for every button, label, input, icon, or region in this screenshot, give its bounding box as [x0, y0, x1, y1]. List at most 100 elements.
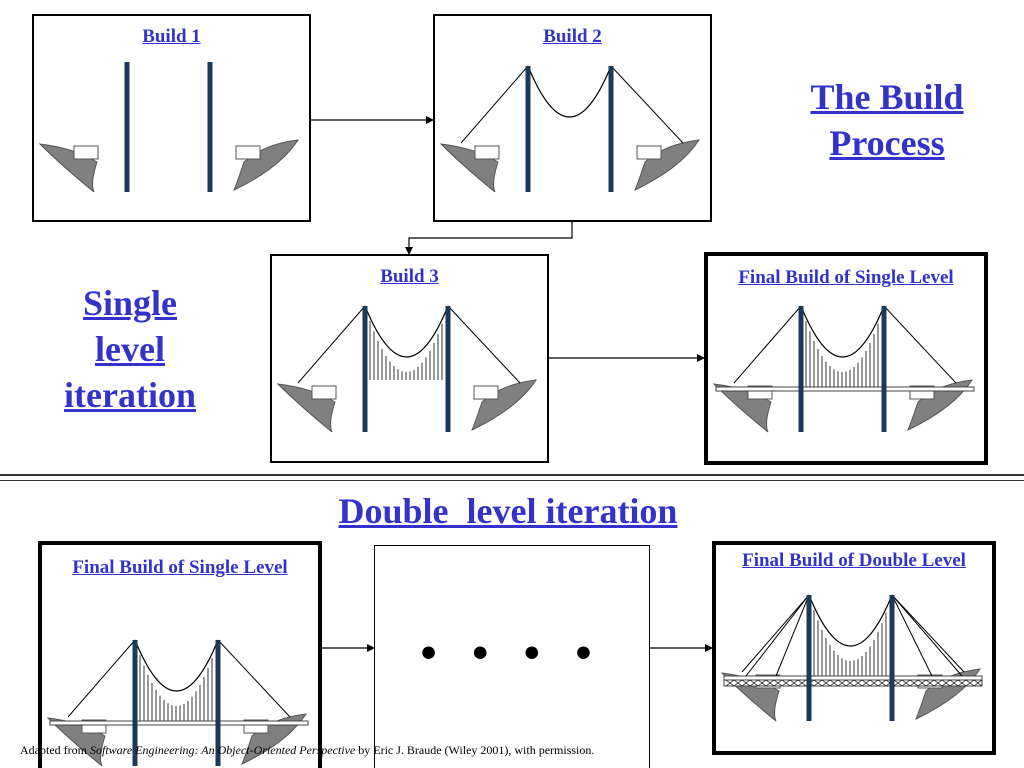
main-cable [800, 305, 885, 358]
truss-member [941, 679, 951, 687]
truss-member [893, 679, 903, 687]
bridge-deck [715, 386, 975, 392]
final-single-level-box-2: Final Build of Single Level [38, 541, 322, 768]
left-tower [798, 306, 804, 432]
right-back-cable [447, 305, 521, 384]
cable-stay [775, 594, 810, 677]
cable-stay [891, 594, 933, 677]
main-cable [808, 594, 893, 647]
left-tower [362, 306, 368, 432]
final-double-level-caption: Final Build of Double Level [742, 550, 966, 571]
truss-member [853, 679, 863, 687]
truss-member [725, 679, 735, 687]
build-2-bridge [439, 65, 700, 193]
build-1-bridge [38, 62, 299, 193]
right-tower [881, 306, 887, 432]
left-abutment [474, 145, 500, 160]
truss-member [749, 679, 759, 687]
lower-deck [723, 679, 983, 687]
truss-member [957, 679, 967, 687]
truss-member [877, 679, 887, 687]
truss-member [765, 679, 775, 687]
page-title: The Build Process [780, 74, 994, 166]
truss-member [733, 679, 743, 687]
build-3-box: Build 3 [270, 254, 549, 463]
single-level-line-3: iteration [64, 375, 196, 415]
right-tower [889, 595, 895, 721]
left-back-cable [297, 305, 366, 384]
truss-member [789, 679, 799, 687]
build-1-caption: Build 1 [142, 26, 201, 47]
page-title-line-1: The Build [810, 77, 964, 117]
truss-member [741, 679, 751, 687]
truss-member [845, 679, 855, 687]
right-tower [207, 62, 213, 192]
right-abutment [235, 145, 261, 160]
main-cable [134, 639, 219, 692]
right-abutment [473, 385, 499, 400]
double-level-label: Double level iteration [338, 491, 678, 531]
single-level-label: Single level iteration [40, 280, 220, 418]
main-cable [364, 305, 449, 358]
build-3-bridge [276, 305, 537, 433]
build-3-caption: Build 3 [380, 266, 439, 287]
right-tower [445, 306, 451, 432]
truss-member [837, 679, 847, 687]
left-tower [132, 640, 138, 766]
attribution-prefix: Adapted from [20, 743, 90, 757]
intermediate-builds-box: • • • • [374, 545, 650, 768]
truss-member [917, 679, 927, 687]
arrow-build2-to-build3 [405, 222, 573, 255]
cable-stay [745, 594, 810, 677]
right-bank [471, 379, 537, 432]
right-back-cable [217, 639, 291, 718]
truss-member [949, 679, 959, 687]
cable-stay [891, 594, 963, 677]
left-tower [806, 595, 812, 721]
right-tower [608, 66, 614, 192]
final-single-level-caption-2: Final Build of Single Level [72, 557, 288, 578]
single-level-line-2: level [95, 329, 165, 369]
truss-member [797, 679, 807, 687]
right-bank [634, 139, 700, 192]
section-divider-thin [0, 480, 1024, 481]
left-abutment [73, 145, 99, 160]
left-back-cable [67, 639, 136, 718]
ellipsis-dots: • • • • [420, 628, 604, 677]
truss-member [925, 679, 935, 687]
right-abutment [636, 145, 662, 160]
truss-member [933, 679, 943, 687]
right-back-cable [883, 305, 957, 384]
truss-member [821, 679, 831, 687]
single-level-line-1: Single [82, 283, 178, 323]
final-single-level-caption: Final Build of Single Level [738, 267, 954, 288]
left-back-cable [460, 65, 529, 144]
truss-member [909, 679, 919, 687]
left-back-cable [741, 594, 810, 673]
final-single-level-box: Final Build of Single Level [704, 252, 988, 465]
truss-member [973, 679, 983, 687]
right-bank [233, 139, 299, 192]
final-double-level-box: Final Build of Double Level [712, 541, 996, 755]
attribution-book-title: Software Engineering: An Object-Oriented… [89, 743, 356, 757]
truss-member [965, 679, 975, 687]
truss-member [813, 679, 823, 687]
left-tower [525, 66, 531, 192]
truss-member [901, 679, 911, 687]
final-double-level-bridge [720, 594, 983, 722]
page-title-line-2: Process [829, 123, 945, 163]
final-single-level-bridge [712, 305, 975, 433]
build-2-box: Build 2 [433, 14, 712, 222]
right-back-cable [891, 594, 965, 673]
truss-member [829, 679, 839, 687]
attribution-suffix: by Eric J. Braude (Wiley 2001), with per… [355, 743, 595, 757]
section-divider [0, 474, 1024, 476]
truss-member [861, 679, 871, 687]
truss-member [757, 679, 767, 687]
build-1-box: Build 1 [32, 14, 311, 222]
build-2-caption: Build 2 [543, 26, 602, 47]
left-back-cable [733, 305, 802, 384]
truss-member [781, 679, 791, 687]
attribution-footer: Adapted from Software Engineering: An Ob… [20, 742, 594, 758]
